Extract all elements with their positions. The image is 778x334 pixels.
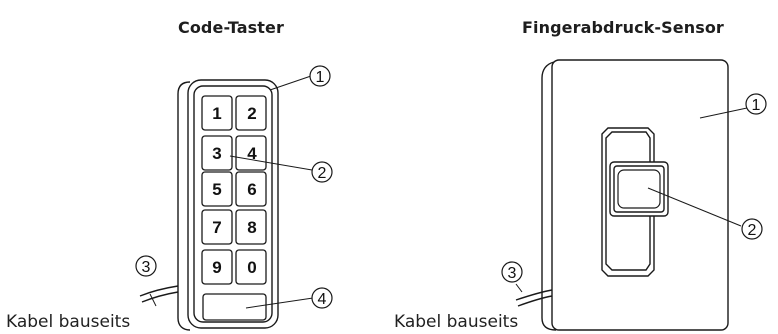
fingerprint-callout-3: 3 — [501, 261, 523, 283]
keypad-bottom-field — [202, 293, 267, 321]
keypad-key-9: 9 — [201, 249, 233, 285]
keypad-key-label: 4 — [247, 144, 257, 163]
keypad-key-label: 1 — [212, 104, 221, 123]
svg-text:1: 1 — [316, 69, 325, 86]
keypad-leader-lines — [149, 75, 314, 309]
keypad-key-label: 3 — [212, 144, 221, 163]
keypad-callout-3: 3 — [135, 255, 157, 277]
keypad-key-1: 1 — [201, 95, 233, 131]
svg-text:4: 4 — [318, 291, 327, 308]
keypad-callout-1: 1 — [309, 65, 331, 87]
keypad-key-label: 6 — [247, 180, 256, 199]
keypad-key-label: 8 — [247, 218, 256, 237]
svg-text:3: 3 — [508, 265, 517, 282]
keypad-key-label: 0 — [247, 258, 256, 277]
keypad-key-4: 4 — [235, 135, 267, 171]
keypad-key-0: 0 — [235, 249, 267, 285]
keypad-key-3: 3 — [201, 135, 233, 171]
fingerprint-device — [515, 59, 729, 331]
keypad-cable-caption: Kabel bauseits — [6, 312, 131, 332]
keypad-key-label: 5 — [212, 180, 221, 199]
keypad-callout-4: 4 — [311, 287, 333, 309]
keypad-key-6: 6 — [235, 171, 267, 207]
code-taster-title: Code-Taster — [178, 18, 284, 37]
svg-text:2: 2 — [318, 165, 327, 182]
keypad-key-label: 9 — [212, 258, 221, 277]
fingerprint-cable-caption: Kabel bauseits — [394, 312, 519, 332]
keypad-key-5: 5 — [201, 171, 233, 207]
svg-text:2: 2 — [748, 222, 757, 239]
keypad-key-2: 2 — [235, 95, 267, 131]
svg-text:3: 3 — [142, 259, 151, 276]
keypad-key-8: 8 — [235, 209, 267, 245]
fingerprint-callout-2: 2 — [741, 218, 763, 240]
keypad-key-label: 2 — [247, 104, 256, 123]
keypad-key-7: 7 — [201, 209, 233, 245]
keypad-keys: 1 2 3 4 5 6 7 8 9 0 — [201, 95, 267, 285]
fingerprint-leader-lines — [515, 107, 748, 293]
fingerprint-sensor-title: Fingerabdruck-Sensor — [522, 18, 724, 37]
keypad-callout-2: 2 — [311, 161, 333, 183]
svg-text:1: 1 — [752, 97, 761, 114]
fingerprint-callout-1: 1 — [745, 93, 767, 115]
keypad-key-label: 7 — [212, 218, 221, 237]
